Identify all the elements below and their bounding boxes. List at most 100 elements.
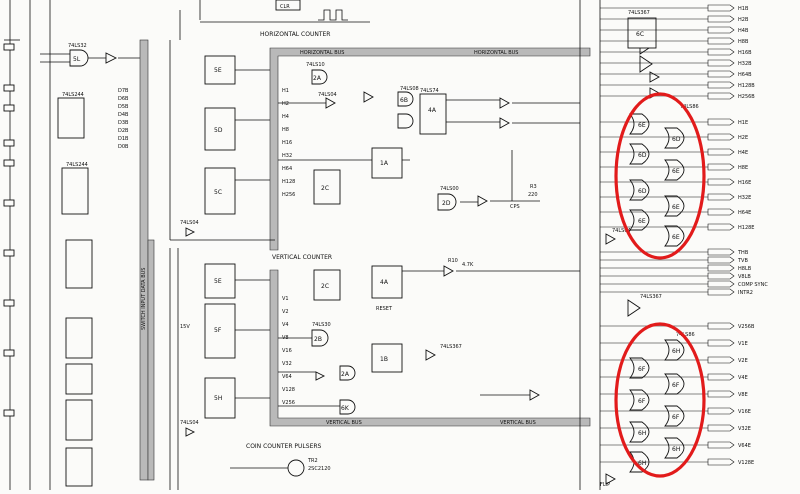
xor-group-v: 6H 6F 6F 6F 6F 6H 6H 6H 74LS86 [629,332,695,473]
signal-d-6: D1B [118,136,129,142]
gate-2d: 2D 74LS00 [437,186,459,211]
net-label-text: THB [737,250,749,256]
data-bus-1-label: SWITCH INPUT DATA BUS [141,268,147,330]
chip-4a-top-label: 4A [428,107,437,114]
net-label-text: H16E [738,180,751,186]
horizontal-bus: HORIZONTAL BUS HORIZONTAL BUS [269,47,591,251]
chip-6e-d-label: 6E [638,218,646,225]
net-label-mid-3: H8E [600,163,748,171]
flipflop-2c-top: 2C [313,169,341,205]
net-label-text: H8E [738,165,748,171]
flipflop-1a: 1A [371,147,403,179]
chip-6h-c-label: 6H [672,446,680,453]
chip-2b-label: 2B [314,336,322,343]
chip-6f-c-label: 6F [638,398,646,405]
left-resistor-column [3,0,20,490]
chip-6e-e-label: 6E [672,234,680,241]
net-label-text: H4B [738,28,749,34]
tr2-label: TR2 [307,458,318,464]
chip-5l-label: 5L [73,56,81,63]
net-label-text: V8LB [738,274,751,280]
chip-5f-label: 5F [214,327,222,334]
net-label-text: V128E [738,460,754,466]
part-74ls04-c: 74LS04 [180,420,199,426]
coin-counter-title: COIN COUNTER PULSERS [246,443,322,450]
signal-v-2: V4 [282,322,289,328]
signal-v-1: V2 [282,309,289,315]
part-74ls00-label: 74LS00 [440,186,459,192]
vertical-bus-label: VERTICAL BUS [326,420,362,426]
signal-d-2: D5B [118,104,129,110]
chip-1a-label: 1A [380,160,389,167]
part-74ls04-b: 74LS04 [318,92,337,98]
part-74ls10-label: 74LS10 [306,62,325,68]
net-label-mid-1: H2E [600,133,748,141]
vertical-bus: VERTICAL BUS VERTICAL BUS [269,269,591,427]
chip-5e-lower-label: 5E [214,278,222,285]
signal-h-3: H8 [282,127,289,133]
chip-6k-label: 6K [341,405,350,412]
clr-label-top: CLR [280,4,290,10]
r10-label: R10 [448,258,458,264]
net-label-text: V8E [738,392,748,398]
chip-5e-label: 5E [214,67,222,74]
vertical-bus-label-2: VERTICAL BUS [500,420,536,426]
net-label-bottom-7: V64E [600,441,751,449]
signal-v-6: V64 [282,374,292,380]
signal-v-8: V256 [282,400,295,406]
net-label-text: INTR2 [738,290,753,296]
left-chip-column: 74LS244 74LS244 [29,0,93,490]
tr2-part: 2SC2120 [308,466,331,472]
net-label-top-6: H64B [600,70,752,78]
net-label-text: H256B [738,94,755,100]
chip-6b-label: 6B [400,97,408,104]
signal-d-0: D7B [118,88,129,94]
chip-6e-b-label: 6E [672,168,680,175]
highlight-ring-horizontal [614,92,706,260]
net-label-top-7: H128B [600,81,755,89]
top-area: CLR [179,0,370,40]
net-label-mid-6: H64E [600,208,751,216]
net-label-text: V1E [738,341,748,347]
net-label-text: H2E [738,135,748,141]
signal-d-7: D0B [118,144,129,150]
chip-2d-label: 2D [442,200,451,207]
part-74ls74-a: 74LS74 [420,88,439,94]
signal-h-2: H4 [282,114,289,120]
net-label-text: H16B [738,50,752,56]
chip-6c-label: 6C [636,31,644,38]
signal-d-4: D3B [118,120,129,126]
net-label-top-1: H2B [600,15,749,23]
chip-2c-top-label: 2C [321,185,329,192]
chip-5h-label: 5H [214,395,222,402]
net-label-text: V64E [738,443,751,449]
net-label-sync-5: INTR2 [600,288,753,296]
part-74ls367-a: 74LS367 [440,344,462,350]
gate-2a-bottom: 2A [339,365,356,381]
chip-1b-label: 1B [380,356,388,363]
net-label-text: H32E [738,195,751,201]
net-label-sync-1: TVB [600,256,748,264]
net-label-sync-0: THB [600,248,749,256]
signal-v-7: V128 [282,387,295,393]
signal-v-3: V8 [282,335,289,341]
gate-6b: 6B 74LS08 [397,86,419,129]
r10-value: 4.7K [462,262,474,268]
part-74ls32-label: 74LS32 [68,43,87,49]
reset-label: RESET [376,306,393,312]
signal-h-1: H2 [282,101,289,107]
part-74ls244-b: 74LS244 [66,162,88,168]
chip-4a-bottom-label: 4A [380,279,389,286]
net-label-text: H8B [738,39,749,45]
counter-chip-5e-lower: 5E [204,263,236,299]
net-label-bottom-5: V16E [600,407,751,415]
signal-h-7: H128 [282,179,295,185]
chip-6h-d-label: 6H [638,460,646,467]
chip-6f-a-label: 6F [638,366,646,373]
chip-6d-c-label: 6D [638,188,647,195]
highlight-ring-vertical [614,322,706,478]
flipflop-4a-bottom: 4A [371,265,403,299]
chip-6h-b-label: 6H [638,430,646,437]
net-label-text: V4E [738,375,748,381]
net-label-top-2: H4B [600,26,749,34]
